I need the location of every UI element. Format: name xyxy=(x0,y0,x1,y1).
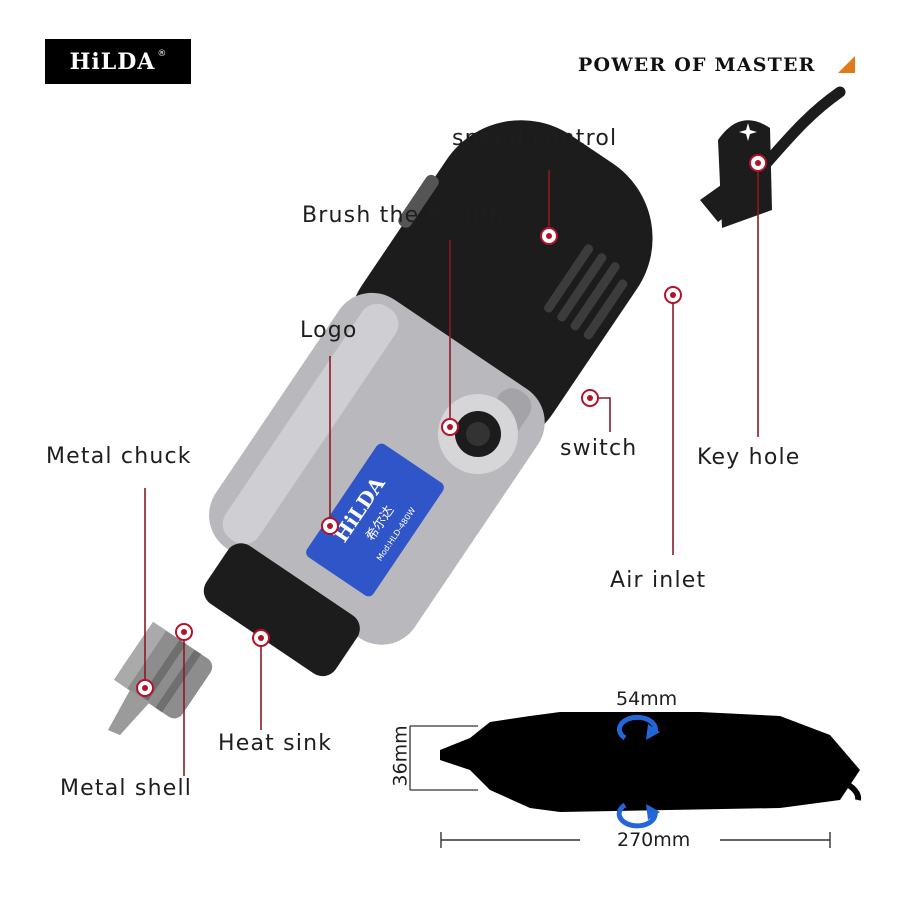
key-hole-hanger xyxy=(718,120,772,228)
callout-metal-shell: Metal shell xyxy=(60,776,193,801)
tagline: POWER OF MASTER xyxy=(578,54,816,76)
key-hole-star-icon xyxy=(739,123,757,141)
switch-dot xyxy=(581,389,599,407)
key-hole-dot xyxy=(749,154,767,172)
height-bracket xyxy=(409,725,478,791)
tagline-triangle-icon xyxy=(838,56,855,73)
callout-heat-sink: Heat sink xyxy=(218,731,333,756)
callout-dots xyxy=(136,154,767,697)
callout-switch: switch xyxy=(560,436,638,461)
callout-air-inlet: Air inlet xyxy=(610,568,707,593)
brand-logo-text: HiLDA xyxy=(69,48,156,75)
nose-collar xyxy=(203,543,360,677)
dimension-silhouette xyxy=(440,712,862,812)
air-inlet-vents xyxy=(544,244,628,340)
chuck-tip xyxy=(108,690,150,735)
dimension-height: 36mm xyxy=(389,725,412,787)
body-grey-highlight xyxy=(222,303,399,545)
callout-brush-the-mouth: Brush the mouth xyxy=(302,203,505,228)
callout-logo: Logo xyxy=(300,318,358,343)
callout-metal-chuck: Metal chuck xyxy=(46,444,192,469)
callout-speed-control: speed control xyxy=(452,126,618,151)
speed-control-wheel xyxy=(398,174,439,228)
air-inlet-dot xyxy=(664,286,682,304)
dimension-length: 270mm xyxy=(617,829,691,851)
brand-logo: HiLDA ® xyxy=(45,39,191,84)
callout-key-hole: Key hole xyxy=(697,445,801,470)
logo-dot xyxy=(321,517,339,535)
metal-chuck-dot xyxy=(136,679,154,697)
rotation-arrow-top-icon xyxy=(616,714,660,741)
rotation-arrow-bottom-icon xyxy=(616,802,660,829)
metal-shell-dot xyxy=(175,623,193,641)
registered-mark: ® xyxy=(157,48,167,59)
brush-dot xyxy=(441,418,459,436)
speed-control-dot xyxy=(540,227,558,245)
length-bracket xyxy=(440,832,831,848)
heat-sink-dot xyxy=(252,629,270,647)
dimension-diameter: 54mm xyxy=(616,688,678,710)
product-badge: HiLDA 希尔达 Mod:HLD-480W xyxy=(306,443,444,597)
